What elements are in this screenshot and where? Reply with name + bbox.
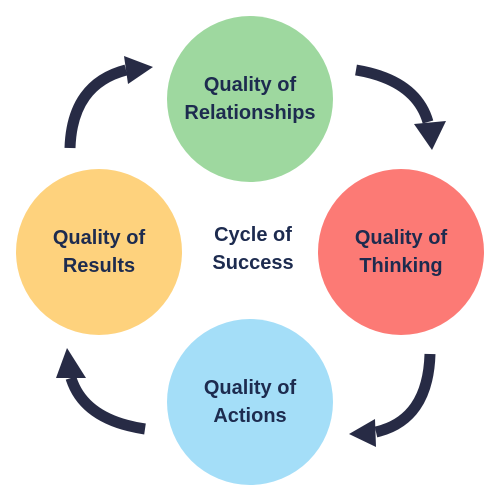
diagram-center-title: Cycle of Success <box>212 224 294 274</box>
arrow-actions-to-results <box>56 348 146 435</box>
node-label-results: Quality of Results <box>52 227 146 277</box>
arrow-results-to-relationships <box>64 56 153 149</box>
node-quality-of-results: Quality of Results <box>16 169 182 335</box>
node-label-relationships: Quality of Relationships <box>184 74 316 124</box>
node-label-thinking: Quality of Thinking <box>354 227 448 277</box>
node-quality-of-thinking: Quality of Thinking <box>318 169 484 335</box>
node-label-actions: Quality of Actions <box>203 377 297 427</box>
arrow-thinking-to-actions <box>349 353 436 447</box>
arrow-relationships-to-thinking <box>355 64 446 150</box>
node-quality-of-actions: Quality of Actions <box>167 319 333 485</box>
node-quality-of-relationships: Quality of Relationships <box>167 16 333 182</box>
